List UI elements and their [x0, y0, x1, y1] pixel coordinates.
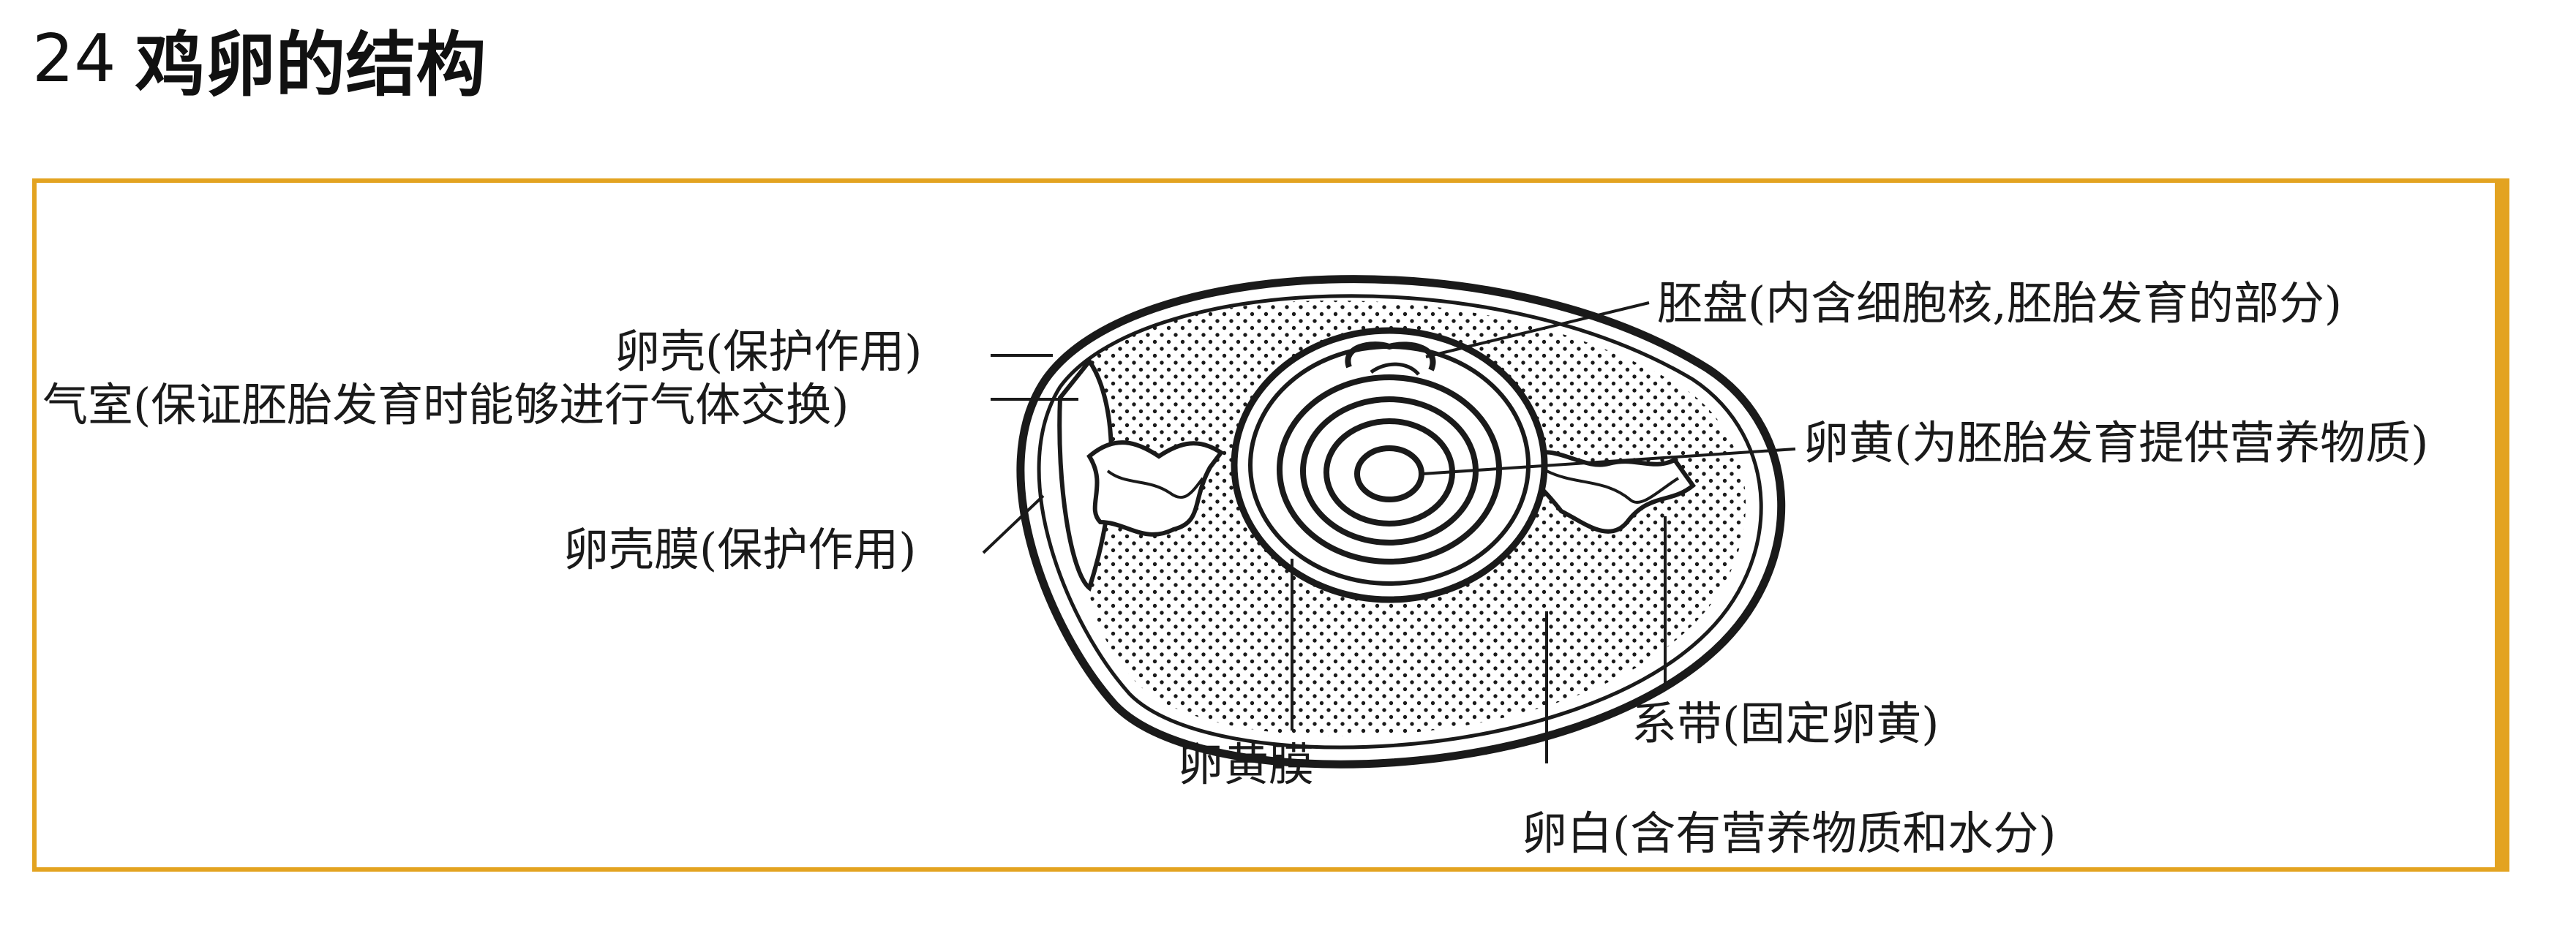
label-chalaza: 系带(固定卵黄) [1631, 697, 1939, 750]
label-air-cell: 气室(保证胚胎发育时能够进行气体交换) [42, 378, 849, 431]
label-shell-membrane: 卵壳膜(保护作用) [563, 523, 917, 576]
egg-air-cell [1057, 357, 1114, 592]
egg-diagram [982, 275, 1796, 769]
label-shell: 卵壳(保护作用) [615, 325, 923, 378]
label-yolk: 卵黄(为胚胎发育提供营养物质) [1803, 416, 2429, 469]
egg-chalaza-left [1086, 440, 1225, 537]
page-heading: 24 鸡卵的结构 [32, 7, 487, 110]
leader-lines [982, 301, 1796, 763]
heading-title: 鸡卵的结构 [135, 23, 487, 106]
label-germinal-disc: 胚盘(内含细胞核,胚胎发育的部分) [1657, 276, 2343, 330]
label-albumen: 卵白(含有营养物质和水分) [1522, 807, 2057, 860]
egg-chalaza-right [1526, 450, 1697, 534]
egg-yolk [1231, 327, 1548, 603]
egg-shell-membrane [1037, 294, 1763, 750]
heading-number: 24 [32, 20, 116, 97]
label-vitelline-membrane: 卵黄膜 [1178, 738, 1315, 791]
diagram-frame: 卵壳(保护作用) 气室(保证胚胎发育时能够进行气体交换) 卵壳膜(保护作用) 卵… [32, 178, 2509, 872]
